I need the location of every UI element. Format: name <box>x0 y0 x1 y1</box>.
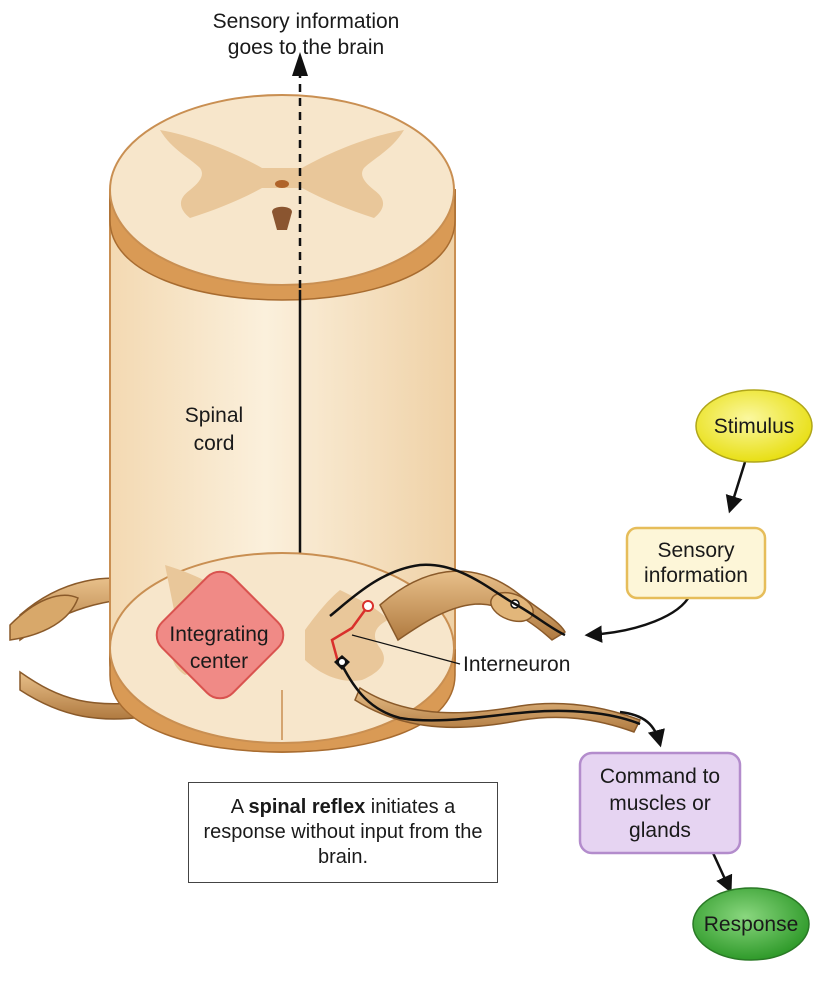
caption-text: A spinal reflex initiates a response wit… <box>201 795 485 870</box>
stimulus-label: Stimulus <box>714 415 795 438</box>
integrating-center-line-2: center <box>190 650 248 673</box>
spinal-cord-label-line-2: cord <box>194 432 235 455</box>
sensory-to-brain-line-2: goes to the brain <box>228 36 384 59</box>
spinal-cord-label-line-1: Spinal <box>185 404 243 427</box>
caption-prefix: A <box>231 796 249 818</box>
bottom-cross-section <box>110 553 455 752</box>
response-label: Response <box>704 913 799 936</box>
interneuron-label: Interneuron <box>463 653 570 676</box>
caption-box: A spinal reflex initiates a response wit… <box>188 782 498 883</box>
command-line-2: muscles or <box>609 792 711 815</box>
top-cross-section <box>110 95 455 300</box>
sensory-information-line-2: information <box>644 564 748 587</box>
sensory-information-line-1: Sensory <box>657 539 735 562</box>
integrating-center-line-1: Integrating <box>169 623 268 646</box>
command-line-3: glands <box>629 819 691 842</box>
command-line-1: Command to <box>600 765 720 788</box>
caption-bold-term: spinal reflex <box>249 796 366 818</box>
sensory-to-brain-line-1: Sensory information <box>213 10 400 33</box>
